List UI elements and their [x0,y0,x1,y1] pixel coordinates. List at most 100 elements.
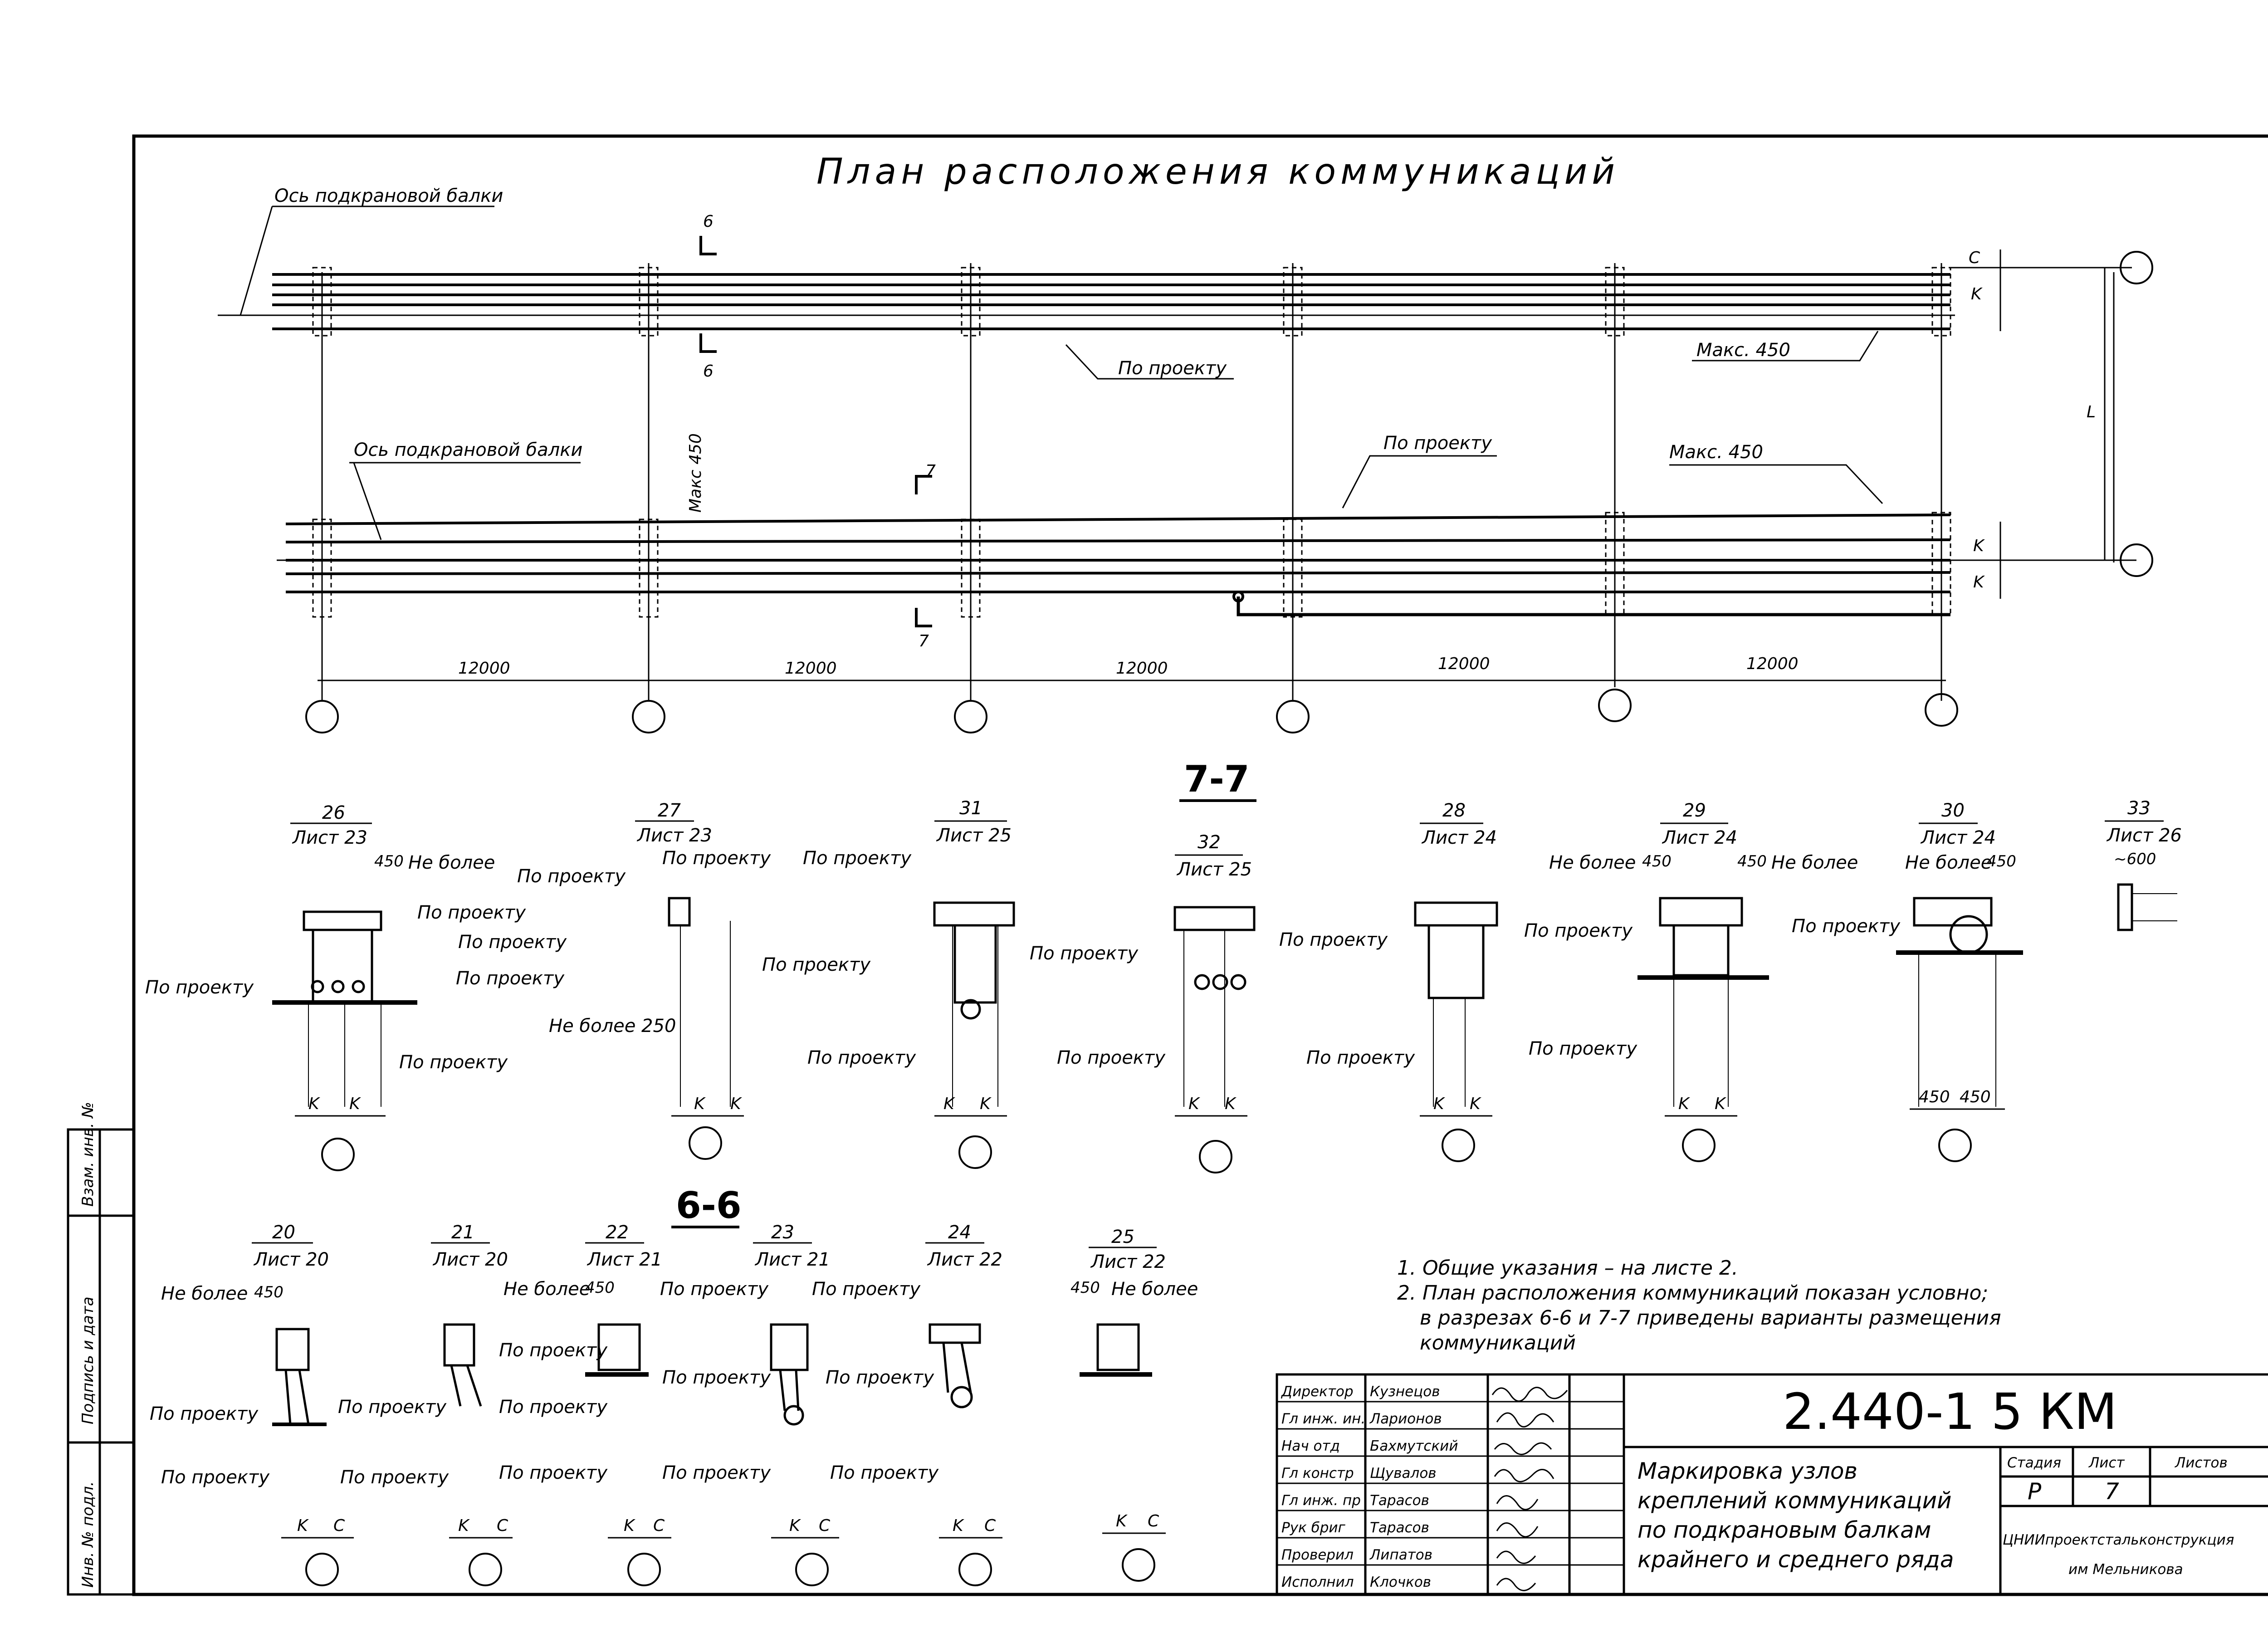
dim-c: C [1148,1512,1159,1530]
dim-450: 450 [1642,852,1672,870]
callout-po-proektu: По проекту [1529,1038,1637,1059]
span-dim: 12000 [1116,659,1168,678]
axis-bubble [1442,1129,1475,1162]
callout-po-proektu: По проекту [499,1340,608,1361]
section-77-dims [295,1108,2005,1117]
callout-po-proektu: По проекту [830,1462,939,1483]
node-sheet: Лист 23 [636,825,712,846]
callout-po-proektu: По проекту [1118,358,1227,379]
axis-bubble [795,1553,829,1586]
tb-role: Гл инж. ин. [1281,1411,1365,1427]
callout-maks-450: Макс. 450 [1696,340,1790,361]
axis-bubble [627,1553,661,1586]
axis-bubble [958,1553,992,1586]
lower-pipe-bend [1237,596,1950,616]
tb-role: Проверил [1281,1547,1354,1563]
callout-leader [1692,331,1879,362]
node-sheet: Лист 24 [1920,827,1996,848]
dim-450: 450 [1960,1088,1991,1106]
callout-po-proektu: По проекту [499,1462,608,1483]
axis-bubble [2120,251,2153,284]
dim-c: C [333,1516,345,1535]
callout-po-proektu: По проекту [1057,1047,1166,1068]
axis-bubble [469,1553,502,1586]
node-num: 30 [1941,800,1965,821]
axis-bubble [632,700,665,733]
callout-po-proektu: По проекту [1524,920,1633,941]
pipe-end [1232,591,1244,602]
node-num: 28 [1442,800,1466,821]
callout-po-proektu: По проекту [662,1367,771,1388]
tb-stage-header: Стадия [2007,1455,2061,1471]
note-line: 1. Общие указания – на листе 2. [1397,1257,1738,1280]
node-sheet: Лист 20 [432,1249,508,1270]
callout-ne-bolee: Не более [1771,852,1858,873]
node-sheet: Лист 22 [927,1249,1002,1270]
callout-po-proektu: По проекту [1279,929,1388,950]
dim-600: ~600 [2114,850,2156,868]
dim-k: K [349,1095,361,1113]
side-stamp [67,1128,135,1596]
span-dim: 12000 [458,659,510,678]
callout-ne-bolee: Не более [408,852,495,873]
dim-450: 450 [585,1279,615,1297]
dim-k: K [1973,573,1985,592]
dim-k: K [308,1095,320,1113]
callout-ne-bolee: Не более [1549,852,1636,873]
node-sheet: Лист 25 [936,825,1012,846]
node-sheet: Лист 25 [1176,859,1252,880]
callout-po-proektu: По проекту [807,1047,916,1068]
tb-name: Тарасов [1370,1492,1429,1509]
callout-po-proektu: По проекту [150,1403,259,1424]
section-cut-6-label: 6 [703,362,714,381]
callout-po-proektu: По проекту [338,1397,447,1418]
tb-name: Кузнецов [1370,1384,1440,1400]
signatures [1491,1387,1568,1591]
callout-ne-bolee: Не более [161,1283,248,1304]
tb-name: Ларионов [1369,1411,1442,1427]
callout-ne-bolee-250: Не более 250 [549,1016,676,1037]
callout-ne-bolee: Не более [1905,852,1992,873]
tb-org2: им Мельникова [2068,1561,2183,1578]
dim-k: K [1678,1095,1690,1113]
section-cut-7-label: 7 [925,462,936,480]
dim-450: 450 [254,1283,284,1301]
tb-org: ЦНИИпроектстальконструкция [2003,1532,2234,1548]
node-num: 22 [606,1222,629,1243]
tb-sheets-header: Листов [2175,1455,2228,1471]
tb-role: Нач отд [1281,1438,1340,1454]
axis-bubbles [305,251,2153,733]
stamp-vzam-inv: Взам. инв. № [79,1102,97,1207]
axis-leader-upper-diag [240,206,273,316]
node-sheet: Лист 20 [253,1249,329,1270]
column-stiffeners [312,267,1951,618]
dim-c: C [819,1516,831,1535]
callout-po-proektu: По проекту [803,848,912,869]
dim-450: 450 [1919,1088,1950,1106]
tb-name: Бахмутский [1370,1438,1458,1454]
dim-450: 450 [1070,1279,1100,1297]
span-dim: 12000 [1746,655,1799,673]
section-66-dims [281,1532,1166,1539]
node-num: 20 [272,1222,295,1243]
node-labels-77 [290,820,2164,856]
title-block [1276,1373,2268,1596]
drawing-title-line: Маркировка узлов [1637,1458,1857,1484]
axis-bubble [305,700,339,733]
dim-k: K [730,1095,742,1113]
dim-L: L [2087,403,2096,421]
tb-name: Тарасов [1370,1520,1429,1536]
dim-450: 450 [1987,852,2016,870]
drawing-title-line: креплений коммуникаций [1637,1487,1952,1514]
node-num: 23 [771,1222,794,1243]
axis-label-lower: Ось подкрановой балки [354,440,582,460]
callout-ne-bolee: Не более [503,1279,590,1300]
node-sheet: Лист 23 [292,827,367,848]
callout-maks-450: Макс. 450 [1669,442,1763,463]
axis-bubble [954,700,987,733]
tb-stage: Р [2028,1478,2042,1505]
node-sheet: Лист 24 [1662,827,1737,848]
column-grid [321,263,2115,701]
stamp-podpis-data: Подпись и дата [79,1296,97,1424]
node-num: 31 [959,798,982,819]
